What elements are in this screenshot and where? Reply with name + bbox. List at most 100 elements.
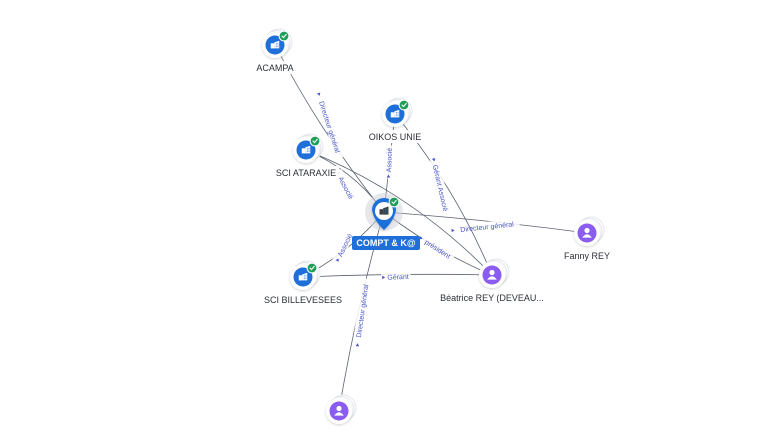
building-icon (270, 40, 280, 49)
window (384, 212, 386, 214)
building-part (379, 209, 384, 215)
edge-label-group: Directeur général (352, 278, 371, 348)
person-body (487, 276, 497, 280)
edge-label-bg (450, 218, 520, 235)
window (384, 208, 386, 210)
window (303, 274, 305, 276)
edge-label-bg (333, 168, 358, 203)
node-label: Fanny REY (564, 251, 610, 261)
window (275, 42, 277, 44)
building-part (390, 112, 395, 118)
building-icon (390, 109, 400, 118)
node-oikos[interactable]: OIKOS UNIE (366, 97, 424, 143)
verified-badge-icon (306, 262, 318, 274)
building-icon (298, 272, 308, 281)
nodes-layer: ACAMPA OIKOS UNIE SCI ATARAXIE COMPT & K@ SC… (256, 28, 614, 424)
window (397, 115, 399, 117)
window (306, 147, 308, 149)
node-label-bg (256, 61, 294, 74)
edge-arrow-icon (355, 343, 360, 347)
window (303, 278, 305, 280)
window (308, 149, 310, 151)
edge-fanny-center (383, 211, 588, 234)
node-fanny[interactable]: Fanny REY (560, 216, 614, 262)
node-label: OIKOS UNIE (369, 132, 422, 142)
window (277, 42, 279, 44)
window (305, 276, 307, 278)
node-label: COMPT & K@ (356, 238, 415, 248)
person-icon (334, 405, 344, 416)
window (305, 274, 307, 276)
window (386, 212, 388, 214)
verified-badge-icon (278, 30, 290, 42)
edge-label-group: Gérant Associé (429, 156, 452, 216)
node-label-bg (272, 166, 340, 179)
window (277, 46, 279, 48)
edge-arrow-icon (382, 275, 386, 280)
edge-beatrice-ataraxie (305, 149, 493, 276)
person-icon (582, 227, 592, 238)
window (397, 111, 399, 113)
person-body (334, 412, 344, 416)
edge-label: Directeur général (460, 221, 515, 234)
window (395, 115, 397, 117)
window (386, 208, 388, 210)
window (384, 210, 386, 212)
building-part (270, 43, 275, 49)
node-label: ACAMPA (256, 63, 293, 73)
window (386, 210, 388, 212)
node-label-bg (431, 291, 553, 304)
edge-label-bg (381, 271, 411, 282)
edge-arrow-icon (335, 258, 339, 262)
person-head (584, 227, 590, 234)
edge-label-bg (332, 229, 355, 264)
window (397, 113, 399, 115)
window (275, 46, 277, 48)
person-head (336, 405, 342, 412)
node-center[interactable]: COMPT & K@ (352, 193, 420, 250)
edge-arrow-icon (386, 174, 391, 178)
edge-label-bg (314, 90, 345, 160)
window (395, 113, 397, 115)
edge-label-bg (416, 232, 456, 263)
window (277, 44, 279, 46)
center-label-bg (352, 236, 420, 250)
edge-arrow-icon (431, 158, 436, 162)
verified-badge-icon (388, 196, 400, 208)
person-head (489, 269, 495, 276)
edge-label-bg (352, 278, 371, 348)
node-label: SCI ATARAXIE (276, 168, 336, 178)
window (395, 111, 397, 113)
edge-arrow-icon (316, 92, 321, 96)
node-beatrice[interactable]: Béatrice REY (DEVEAU... (431, 258, 553, 304)
node-label: SCI BILLEVESEES (264, 295, 342, 305)
edge-label-group: président (416, 232, 456, 263)
building-part (298, 275, 303, 281)
node-ataraxie[interactable]: SCI ATARAXIE (272, 133, 340, 179)
verified-badge-icon (398, 99, 410, 111)
edge-label: Gérant Associé (431, 164, 449, 212)
edge-label-bg (383, 145, 394, 179)
node-label-bg (262, 293, 344, 306)
edges-layer: Directeur généralAssociéAssociéDirecteur… (274, 44, 588, 412)
building-icon (301, 145, 311, 154)
edge-arrow-icon (451, 228, 455, 233)
node-label-bg (560, 249, 614, 262)
node-label: Béatrice REY (DEVEAU... (440, 293, 544, 303)
window (306, 149, 308, 151)
edge-label-group: Gérant (381, 271, 411, 282)
edge-label: Gérant (387, 274, 409, 282)
window (303, 276, 305, 278)
edge-label-bg (429, 156, 452, 216)
node-acampa[interactable]: ACAMPA (256, 28, 294, 74)
verified-badge-icon (309, 135, 321, 147)
person-icon (487, 269, 497, 280)
node-bottom[interactable] (326, 394, 357, 424)
window (305, 278, 307, 280)
person-body (582, 234, 592, 238)
node-billevesees[interactable]: SCI BILLEVESEES (262, 260, 344, 306)
edge-label-group: Associé (332, 229, 355, 264)
building-part (301, 148, 306, 154)
edge-label: Associé (386, 148, 394, 173)
